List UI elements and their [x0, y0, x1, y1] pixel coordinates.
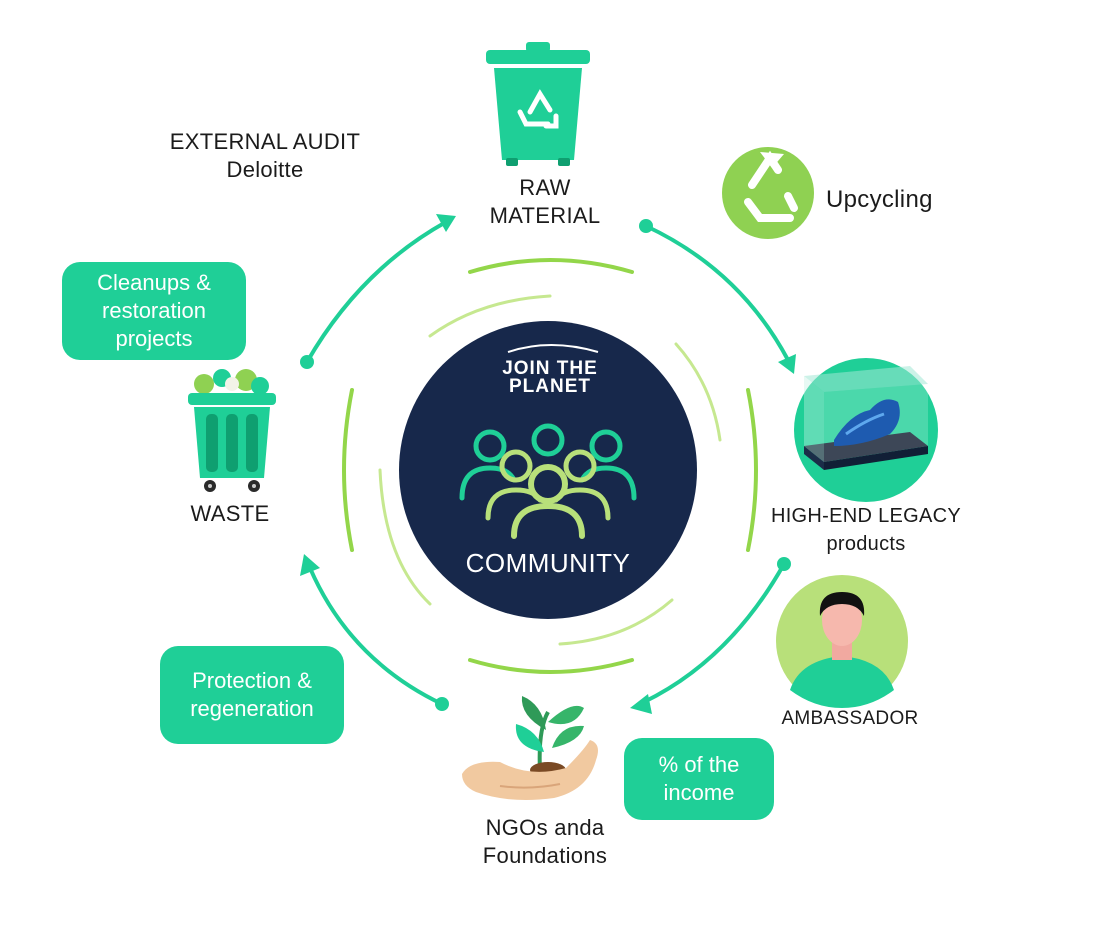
inner-arcs [342, 258, 758, 674]
pill-protection: Protection & regeneration [160, 646, 344, 744]
waste-bin-icon [188, 369, 276, 492]
recycle-bin-icon [486, 42, 590, 166]
arrow-waste-to-raw [305, 220, 447, 363]
node-waste-label: WASTE [190, 501, 270, 526]
node-raw-material-label: RAW MATERIAL [489, 175, 601, 228]
arrow-raw-to-highend [645, 224, 790, 361]
brand-line-2: PLANET [509, 376, 591, 397]
arrow-highend-to-ngos [643, 563, 786, 704]
pill-income: % of the income [624, 738, 774, 820]
community-people-icon [459, 423, 637, 539]
ambassador-avatar-icon [776, 575, 908, 708]
recycle-icon [722, 147, 814, 239]
arrow-ngos-to-waste [308, 567, 443, 706]
display-case-icon [794, 358, 938, 502]
pill-cleanups: Cleanups & restoration projects [62, 262, 246, 360]
center-title: COMMUNITY [465, 548, 631, 578]
external-audit-label: EXTERNAL AUDIT Deloitte [169, 129, 361, 182]
node-upcycling-label: Upcycling [826, 186, 933, 213]
brand-logo: JOIN THE PLANET [470, 358, 630, 397]
brand-line-1: JOIN THE [502, 358, 598, 379]
node-ambassador-label: AMBASSADOR [781, 708, 919, 729]
node-high-end-label: HIGH-END LEGACY products [770, 505, 962, 555]
plant-hand-icon [462, 696, 598, 800]
node-ngos-label: NGOs anda Foundations [482, 815, 608, 868]
